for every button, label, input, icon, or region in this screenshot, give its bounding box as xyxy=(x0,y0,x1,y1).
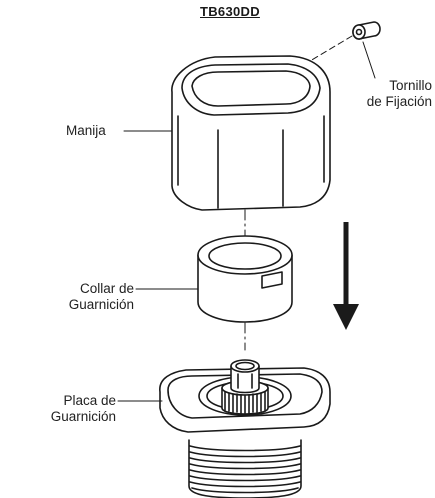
handle xyxy=(171,55,331,211)
label-plate: Placa de Guarnición xyxy=(50,393,116,424)
trim-collar xyxy=(197,235,293,323)
spline-stem xyxy=(221,359,269,415)
set-screw xyxy=(352,21,381,40)
threaded-body xyxy=(188,439,302,498)
leader-set-screw xyxy=(362,41,376,79)
label-collar: Collar de Guarnición xyxy=(68,281,134,312)
trim-plate xyxy=(159,359,331,498)
screw-alignment-line xyxy=(304,35,353,65)
down-arrow xyxy=(333,222,359,330)
diagram-title: TB630DD xyxy=(200,4,260,19)
label-set-screw: Tornillo de Fijación xyxy=(366,78,432,109)
label-handle: Manija xyxy=(66,123,106,138)
